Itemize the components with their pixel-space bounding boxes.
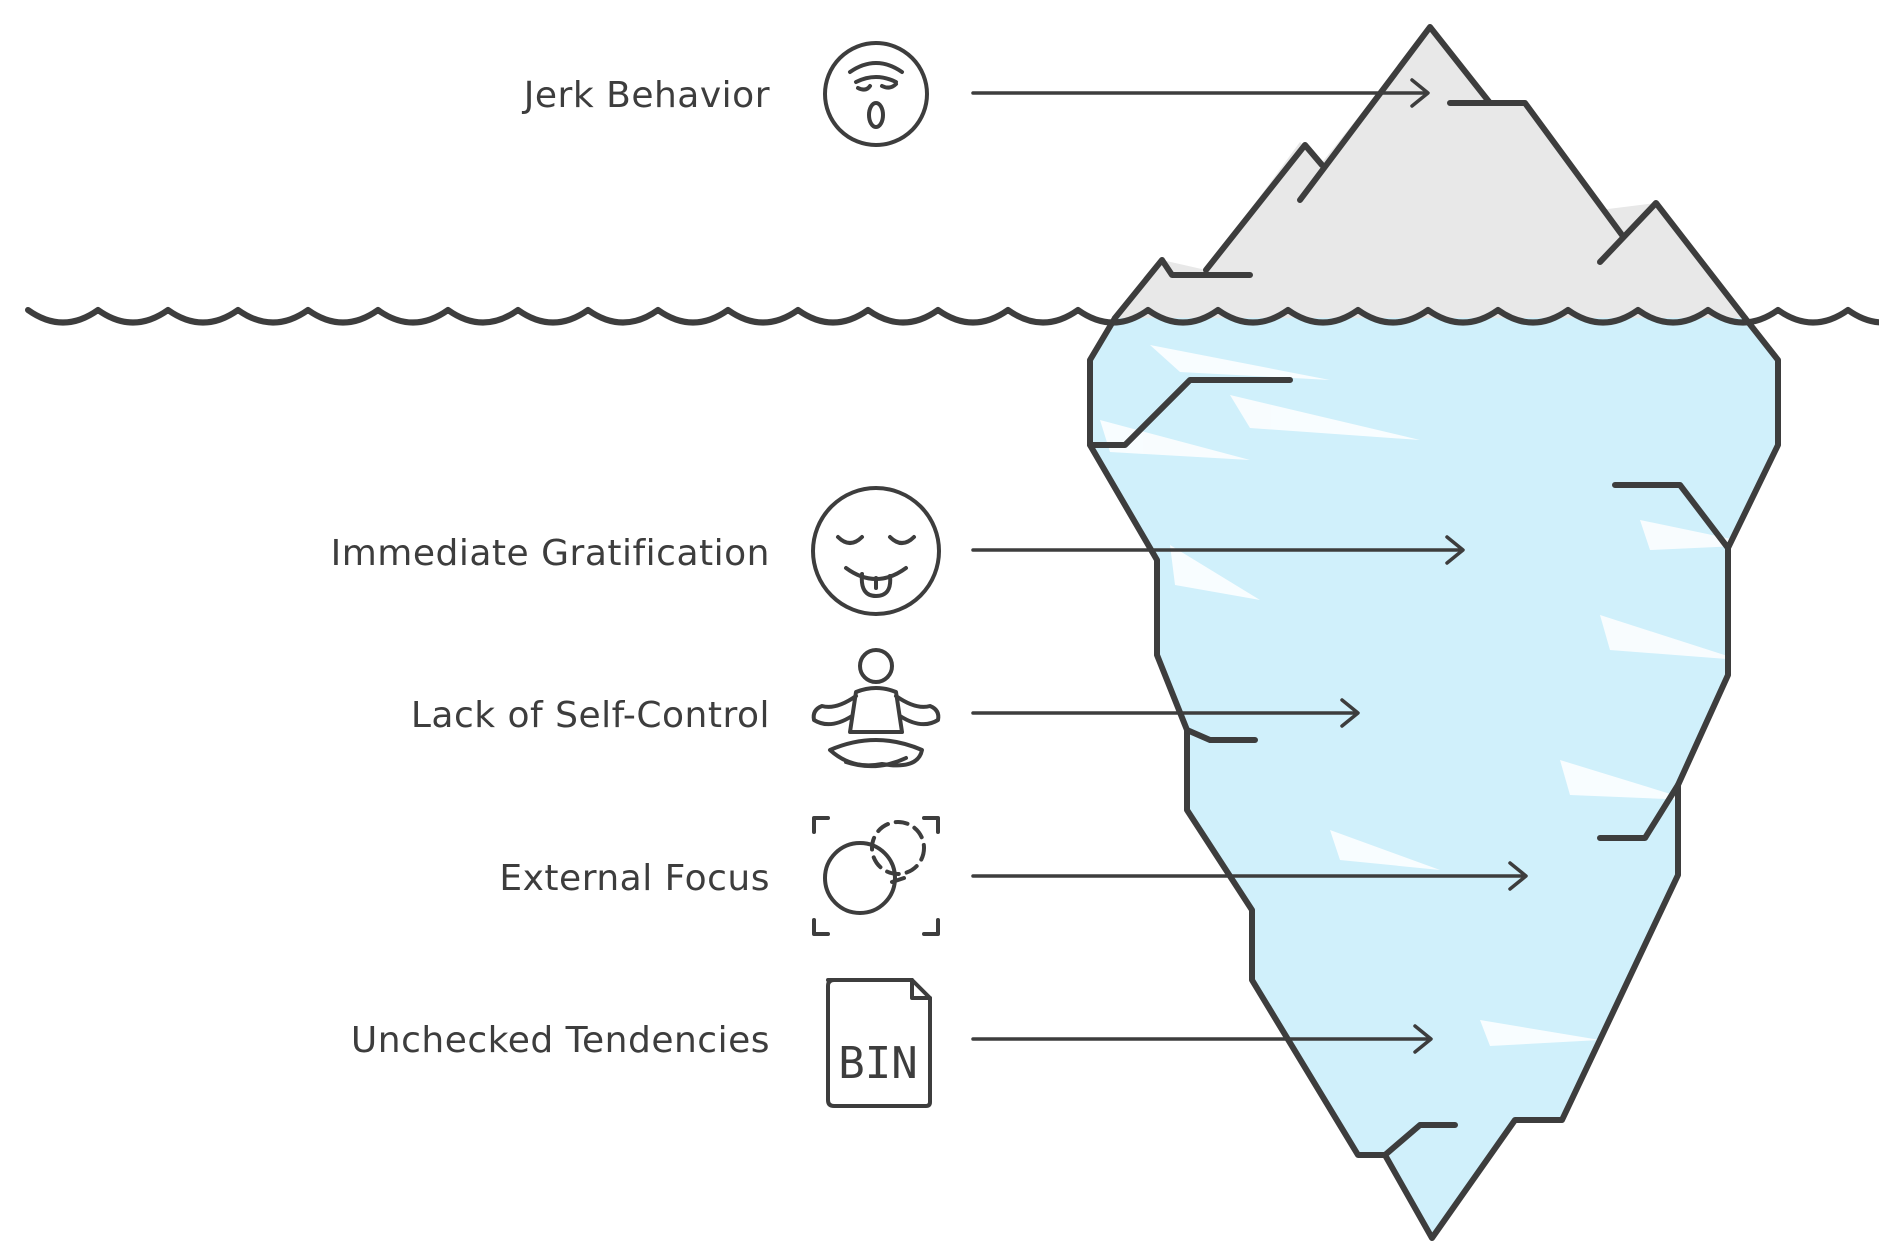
meditation-person-icon bbox=[811, 648, 941, 769]
water-line bbox=[25, 307, 1879, 326]
arrow-unchecked-tendencies bbox=[971, 1024, 1433, 1054]
label-jerk-behavior: Jerk Behavior bbox=[522, 75, 770, 116]
arrow-lack-of-self-control bbox=[971, 698, 1360, 728]
bin-file-icon: BIN bbox=[826, 978, 932, 1108]
shocked-face-icon bbox=[823, 41, 929, 147]
iceberg-outline-right-peak bbox=[1597, 200, 1748, 321]
iceberg bbox=[1087, 24, 1781, 1241]
row-unchecked-tendencies: Unchecked Tendencies BIN bbox=[351, 978, 1433, 1108]
iceberg-outline-left-peak bbox=[1203, 142, 1325, 273]
iceberg-submerged bbox=[1090, 318, 1778, 1238]
ice-crack-5 bbox=[1382, 1122, 1458, 1158]
arrow-immediate-gratification bbox=[971, 535, 1465, 565]
ice-crack-2 bbox=[1612, 482, 1731, 551]
iceberg-outline bbox=[1112, 257, 1253, 321]
row-immediate-gratification: Immediate Gratification bbox=[331, 486, 1465, 616]
label-immediate-gratification: Immediate Gratification bbox=[331, 533, 770, 574]
arrow-external-focus bbox=[971, 861, 1528, 891]
row-external-focus: External Focus bbox=[499, 816, 1528, 936]
tongue-out-face-icon bbox=[811, 486, 941, 616]
iceberg-outline-shelf bbox=[1447, 100, 1625, 238]
bin-icon-text: BIN bbox=[838, 1038, 917, 1089]
row-jerk-behavior: Jerk Behavior bbox=[522, 41, 1430, 147]
row-lack-of-self-control: Lack of Self-Control bbox=[411, 648, 1360, 769]
label-lack-of-self-control: Lack of Self-Control bbox=[411, 695, 770, 736]
focus-target-icon bbox=[812, 816, 940, 936]
ice-crack-1 bbox=[1087, 377, 1293, 448]
label-external-focus: External Focus bbox=[499, 858, 770, 899]
iceberg-outline-main-peak bbox=[1297, 24, 1493, 203]
label-unchecked-tendencies: Unchecked Tendencies bbox=[351, 1020, 770, 1061]
iceberg-tip bbox=[1115, 27, 1745, 318]
ice-crack-3 bbox=[1184, 727, 1258, 743]
arrow-jerk-behavior bbox=[971, 78, 1430, 108]
ice-crack-4 bbox=[1597, 782, 1681, 841]
